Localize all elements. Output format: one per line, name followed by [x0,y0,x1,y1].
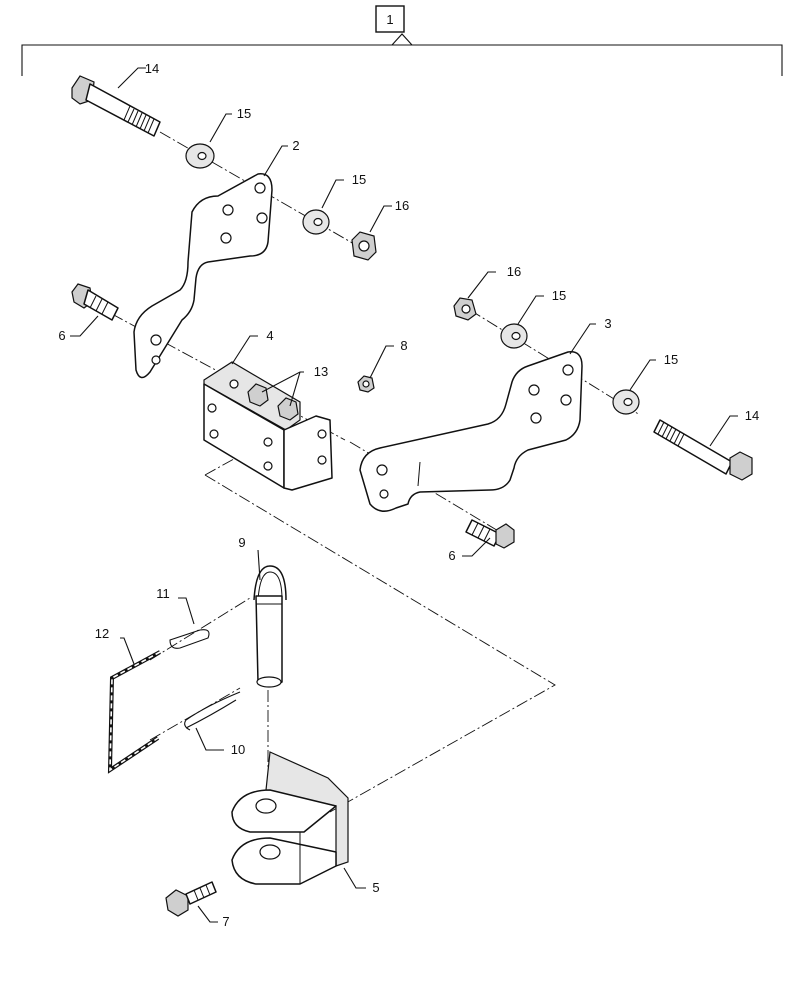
washer-15-right [500,323,528,349]
bracket-3 [359,351,583,512]
clip-11 [169,629,210,649]
assembly-item-label: 1 [386,12,393,27]
callout-14-upper: 14 [145,61,159,76]
callout-13: 13 [314,364,328,379]
washer-15-upper [185,143,215,169]
bracket-2 [133,173,273,379]
callout-15-right: 15 [552,288,566,303]
callout-5: 5 [372,880,379,895]
bolt-6-lower [465,519,515,549]
callout-11: 11 [156,586,170,601]
bolt-14-upper [71,75,161,137]
callout-6-left: 6 [58,328,65,343]
callout-8: 8 [400,338,407,353]
bracket-4 [203,361,333,491]
callout-7: 7 [222,914,229,929]
callout-16-upper: 16 [395,198,409,213]
callout-12: 12 [95,626,109,641]
callout-10: 10 [231,742,245,757]
bolt-6-left [71,283,119,321]
bolt-7 [165,881,217,917]
callout-4: 4 [266,328,273,343]
nut-16-upper [351,231,377,261]
callout-6-lower: 6 [448,548,455,563]
callout-3: 3 [604,316,611,331]
leader-lines [70,67,738,923]
callout-15-middle: 15 [352,172,366,187]
callout-2: 2 [292,138,299,153]
washer-15-lower-right [612,389,640,415]
washer-15-middle [302,209,330,235]
callout-15-lower-right: 15 [664,352,678,367]
callout-9: 9 [238,535,245,550]
assembly-bracket: 1 [21,5,783,76]
nut-13-b [277,397,299,421]
pin-9 [253,565,287,688]
callout-14-right: 14 [745,408,759,423]
assembly-box [375,5,405,33]
nut-16-right [453,297,477,321]
hitch-bracket-5 [231,751,349,885]
bolt-14-right [653,419,753,481]
callout-15-upper: 15 [237,106,251,121]
nut-8 [357,375,375,393]
nut-13-a [247,383,269,407]
hair-pin-10 [184,691,241,731]
callout-16-right: 16 [507,264,521,279]
chain-12 [107,650,161,774]
callout-labels: 14 15 2 15 16 6 4 13 8 16 15 3 15 14 6 9… [58,61,759,929]
